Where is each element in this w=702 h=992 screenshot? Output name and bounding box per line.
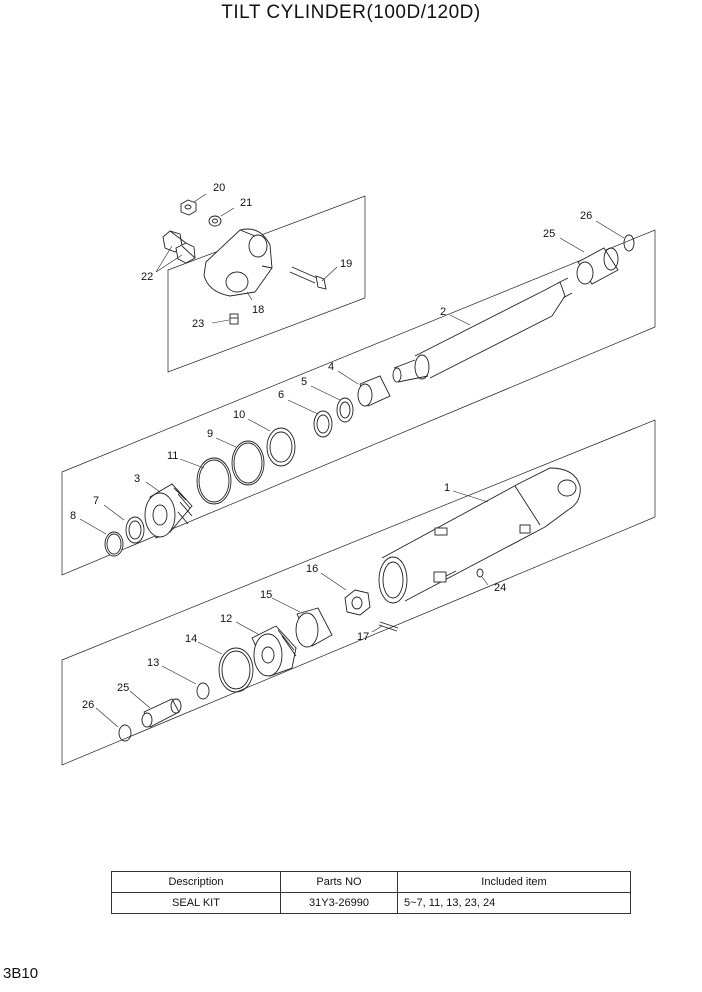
callout-22: 22 — [141, 271, 153, 283]
pin-17 — [378, 621, 399, 632]
leader-lines — [79, 193, 625, 728]
wear-ring-15 — [295, 607, 333, 648]
cylinder-tube-1 — [378, 467, 581, 604]
callout-13: 13 — [147, 657, 159, 669]
ring-6 — [313, 410, 333, 438]
backup-ring-11 — [196, 457, 232, 505]
page-title: TILT CYLINDER(100D/120D) — [221, 2, 481, 23]
callout-2: 2 — [440, 306, 446, 318]
group-frame-rod-end — [167, 195, 366, 373]
callout-9: 9 — [207, 428, 213, 440]
callout-24: 24 — [494, 582, 506, 594]
grease-fitting-22 — [162, 230, 196, 264]
callout-14: 14 — [185, 633, 197, 645]
nut-16 — [344, 589, 371, 616]
rod-end-18 — [203, 228, 273, 297]
wiper-ring-7 — [125, 516, 145, 544]
cell-included-item: 5~7, 11, 13, 23, 24 — [397, 892, 631, 914]
table-header-row: Description Parts NO Included item — [111, 871, 631, 893]
bushing-25-top — [576, 247, 619, 285]
callout-21: 21 — [240, 197, 252, 209]
callout-5: 5 — [301, 376, 307, 388]
bushing-25-bottom — [141, 698, 182, 728]
callout-1: 1 — [444, 482, 450, 494]
callout-20: 20 — [213, 182, 225, 194]
callout-8: 8 — [70, 510, 76, 522]
gland-3 — [144, 483, 193, 539]
bolt-19 — [289, 266, 327, 290]
callout-6: 6 — [278, 389, 284, 401]
rod-2 — [392, 277, 573, 383]
o-ring-24 — [476, 568, 484, 578]
piston-12 — [251, 625, 297, 677]
o-ring-26-bottom — [118, 724, 132, 742]
callout-25-bottom: 25 — [117, 682, 129, 694]
callout-26-top: 26 — [580, 210, 592, 222]
header-parts-no: Parts NO — [280, 871, 398, 893]
callout-23: 23 — [192, 318, 204, 330]
seal-10 — [266, 427, 296, 467]
callout-26-bottom: 26 — [82, 699, 94, 711]
callout-4: 4 — [328, 361, 334, 373]
table-row: SEAL KIT 31Y3-26990 5~7, 11, 13, 23, 24 — [111, 892, 631, 914]
o-ring-9 — [231, 440, 265, 486]
snap-ring-8 — [104, 531, 124, 557]
callout-15: 15 — [260, 589, 272, 601]
callout-17: 17 — [357, 631, 369, 643]
callout-7: 7 — [93, 495, 99, 507]
page-code: 3B10 — [3, 965, 39, 982]
o-ring-26-top — [623, 234, 635, 252]
washer-21 — [208, 215, 222, 227]
callout-25-top: 25 — [543, 228, 555, 240]
header-included-item: Included item — [397, 871, 631, 893]
seal-14 — [218, 647, 254, 693]
o-ring-13 — [196, 682, 210, 700]
nut-20 — [180, 199, 197, 216]
callout-10: 10 — [233, 409, 245, 421]
callout-12: 12 — [220, 613, 232, 625]
cell-description: SEAL KIT — [111, 892, 281, 914]
grease-nipple-23 — [229, 313, 239, 325]
header-description: Description — [111, 871, 281, 893]
group-frame-cylinder-assembly — [61, 419, 656, 766]
bushing-4 — [357, 375, 391, 407]
group-frame-rod-assembly — [61, 229, 656, 576]
seal-kit-table: Description Parts NO Included item SEAL … — [111, 871, 631, 914]
cell-parts-no: 31Y3-26990 — [280, 892, 398, 914]
callout-16: 16 — [306, 563, 318, 575]
callout-3: 3 — [134, 473, 140, 485]
callout-19: 19 — [340, 258, 352, 270]
callout-11: 11 — [167, 450, 178, 462]
ring-5 — [336, 397, 354, 423]
callout-18: 18 — [252, 304, 264, 316]
